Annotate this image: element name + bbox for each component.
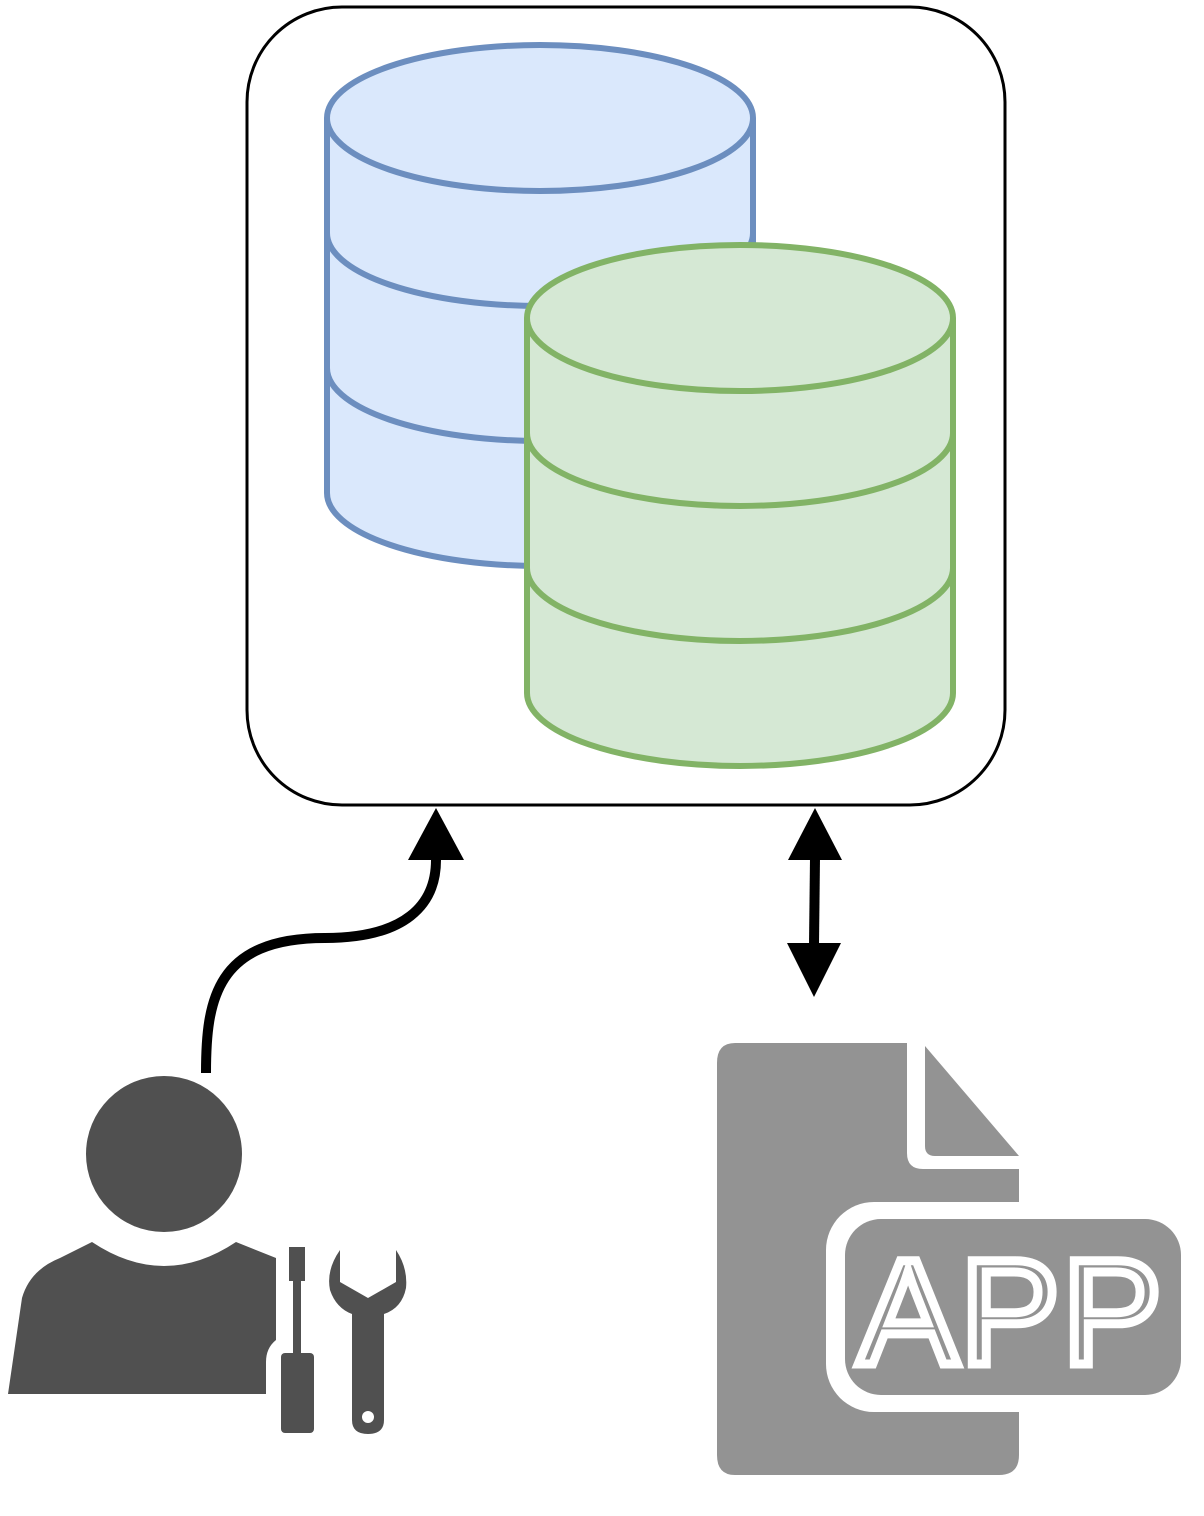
database-secondary-icon xyxy=(524,242,956,769)
user-body xyxy=(8,1242,276,1394)
app-label: APP xyxy=(858,1228,1164,1396)
screwdriver-icon xyxy=(281,1247,314,1433)
app-file-icon: APP xyxy=(717,1043,1188,1475)
file-folded-corner xyxy=(925,1046,1019,1156)
wrench-icon xyxy=(329,1250,407,1434)
user-with-tools-icon xyxy=(8,1076,407,1434)
app-badge xyxy=(845,1219,1181,1395)
database-app-bidirectional-arrow xyxy=(787,808,842,997)
admin-to-database-arrow xyxy=(201,808,464,1074)
user-head xyxy=(86,1076,242,1232)
